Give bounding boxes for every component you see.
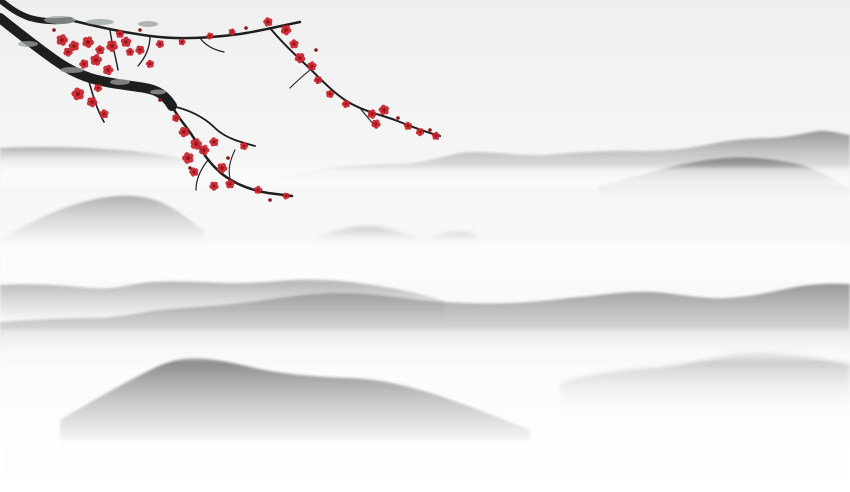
plum-blossom-icon <box>378 104 390 116</box>
plum-blossom-icon <box>178 126 190 138</box>
plum-blossom-icon <box>145 59 154 68</box>
plum-blossom-icon <box>56 34 68 46</box>
branch-moss <box>18 16 166 95</box>
plum-blossom-icon <box>313 76 322 85</box>
plum-bud-icon <box>158 98 162 102</box>
plum-bud-icon <box>314 48 318 52</box>
plum-blossom-icon <box>95 45 105 55</box>
plum-blossom-icon <box>371 119 381 129</box>
twig <box>289 69 311 89</box>
mountain-hill-left <box>0 195 205 250</box>
twig <box>228 149 236 179</box>
mountain-ridge-distant-left <box>0 146 190 172</box>
twig <box>199 37 225 53</box>
plum-blossom-icon <box>209 181 219 191</box>
plum-blossom-icon <box>403 121 413 130</box>
plum-bud-icon <box>396 116 400 120</box>
branch-upper <box>68 18 302 40</box>
plum-blossom-icon <box>431 131 441 140</box>
plum-blossom-icon <box>90 54 102 66</box>
plum-blossom-icon <box>189 167 199 177</box>
plum-blossom-icon <box>228 28 236 36</box>
plum-blossom-icon <box>280 24 292 36</box>
plum-blossom-icon <box>199 144 210 156</box>
plum-blossom-icon <box>263 17 273 27</box>
plum-bud-icon <box>428 128 432 132</box>
mist-band <box>0 244 850 280</box>
plum-blossom-icon <box>82 36 94 48</box>
plum-blossom-icon <box>106 40 118 52</box>
plum-blossom-icon <box>93 84 103 93</box>
branch-right <box>171 105 256 147</box>
plum-bud-icon <box>52 28 56 32</box>
plum-blossom-icon <box>216 162 228 174</box>
plum-blossom-icon <box>63 47 73 57</box>
plum-blossom-icon <box>282 192 290 200</box>
plum-blossom-icon <box>155 40 164 49</box>
plum-blossom-icon <box>120 36 132 47</box>
plum-blossom-icon <box>307 61 317 71</box>
plum-blossom-icon <box>294 53 306 64</box>
plum-bud-icon <box>244 26 248 30</box>
plum-blossom-icon <box>172 113 181 123</box>
plum-blossom-icon <box>254 185 263 194</box>
plum-blossom-icon <box>209 137 219 147</box>
plum-blossom-icon <box>115 29 125 38</box>
twig <box>195 159 209 191</box>
mountain-mound-middle <box>320 226 420 246</box>
plum-blossom-icon <box>225 179 235 189</box>
mist-band-bottom <box>0 440 850 492</box>
plum-blossom-icon <box>125 47 135 56</box>
plum-blossom-icon <box>86 96 98 108</box>
plum-blossom-icon <box>415 128 425 137</box>
mist-band <box>0 330 850 360</box>
plum-blossom-icon <box>367 109 377 119</box>
plum-blossom-icon <box>79 59 89 69</box>
plum-blossom-icon <box>99 109 109 119</box>
plum-bud-icon <box>226 156 230 160</box>
plum-blossom-icon <box>190 138 202 150</box>
plum-blossom-icon <box>68 40 79 52</box>
plum-bud-icon <box>138 28 142 32</box>
plum-blossom-icon <box>135 45 145 55</box>
mountain-mound-middle-2 <box>430 231 475 244</box>
plum-blossom-icon <box>71 87 85 101</box>
plum-blossom-icon <box>240 141 249 151</box>
plum-blossom-icon <box>178 38 186 46</box>
plum-bud-icon <box>188 166 192 170</box>
twig <box>137 35 151 67</box>
plum-blossom-icon <box>103 64 114 76</box>
plum-blossom-icon <box>182 152 194 164</box>
plum-bud-icon <box>268 198 272 202</box>
plum-blossom-icon <box>326 89 335 99</box>
plum-blossom-icon <box>289 39 299 49</box>
plum-blossoms <box>52 17 441 202</box>
mist-band <box>0 168 850 186</box>
mountain-range-foreground-right <box>560 353 850 420</box>
plum-blossom-icon <box>341 99 350 109</box>
plum-blossom-icon <box>206 32 214 40</box>
